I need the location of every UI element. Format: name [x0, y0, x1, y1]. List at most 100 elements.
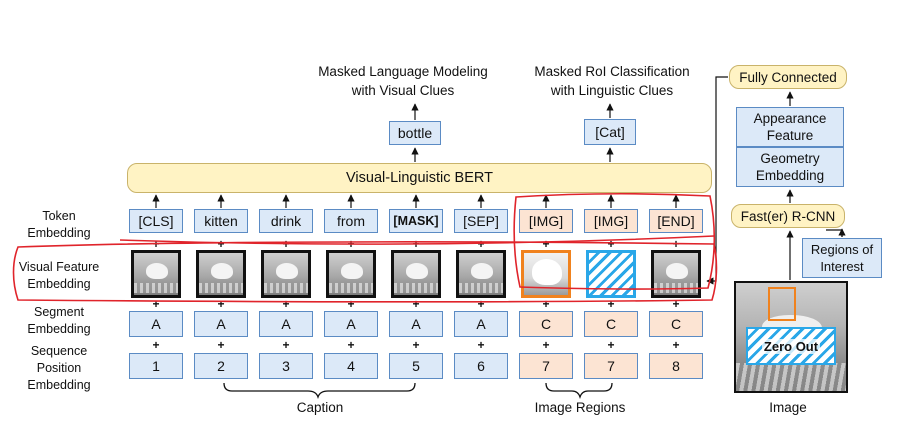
- position-embedding-label-line2: Position: [36, 361, 82, 375]
- blanket-texture: [736, 363, 846, 391]
- plus-sign: +: [607, 237, 615, 251]
- geometry-embedding-line2: Embedding: [755, 168, 825, 183]
- segment-box: C: [519, 311, 573, 337]
- plus-sign: +: [217, 338, 225, 352]
- position-box: 4: [324, 353, 378, 379]
- red-outline-visual-row: [12, 241, 718, 303]
- roi-box-orange: [768, 287, 796, 321]
- visual-feature-embedding-label: Visual Feature Embedding: [4, 259, 114, 293]
- plus-sign: +: [607, 338, 615, 352]
- position-embedding-label-line1: Sequence: [30, 344, 88, 358]
- visual-feature-embedding-label-line1: Visual Feature: [18, 260, 100, 274]
- visual-linguistic-bert-box: Visual-Linguistic BERT: [127, 163, 712, 193]
- image-label: Image: [769, 400, 807, 415]
- zero-out-region: Zero Out: [746, 327, 836, 365]
- red-underline-token-row: [119, 235, 715, 245]
- plus-sign: +: [542, 338, 550, 352]
- segment-embedding-label-line2: Embedding: [27, 322, 91, 336]
- plus-sign: +: [152, 297, 160, 311]
- plus-sign: +: [217, 297, 225, 311]
- plus-sign: +: [347, 297, 355, 311]
- token-box-drink: drink: [259, 209, 313, 233]
- plus-sign: +: [347, 338, 355, 352]
- token-box-img-2: [IMG]: [584, 209, 638, 233]
- caption-group-label: Caption: [296, 400, 344, 415]
- position-box: 5: [389, 353, 443, 379]
- bottle-output-box: bottle: [389, 121, 441, 145]
- token-embedding-label-line2: Embedding: [27, 226, 91, 240]
- geometry-embedding-box: Geometry Embedding: [736, 147, 844, 187]
- position-box: 7: [519, 353, 573, 379]
- plus-sign: +: [672, 297, 680, 311]
- faster-rcnn-box: Fast(er) R-CNN: [731, 204, 845, 228]
- plus-sign: +: [412, 338, 420, 352]
- mlm-title: Masked Language Modeling with Visual Clu…: [318, 62, 488, 100]
- token-box-from: from: [324, 209, 378, 233]
- position-box: 7: [584, 353, 638, 379]
- position-embedding-label: Sequence Position Embedding: [4, 343, 114, 394]
- plus-sign: +: [542, 297, 550, 311]
- plus-sign: +: [672, 338, 680, 352]
- segment-box: A: [259, 311, 313, 337]
- visual-feature-image-full: [456, 250, 506, 298]
- red-outline-image-region-tokens: [513, 193, 716, 290]
- plus-sign: +: [477, 237, 485, 251]
- appearance-feature-line2: Feature: [766, 128, 814, 143]
- plus-sign: +: [542, 237, 550, 251]
- appearance-feature-line1: Appearance: [753, 111, 827, 126]
- plus-sign: +: [282, 297, 290, 311]
- segment-box: A: [389, 311, 443, 337]
- segment-box: A: [129, 311, 183, 337]
- token-embedding-label: Token Embedding: [4, 208, 114, 242]
- appearance-feature-box: Appearance Feature: [736, 107, 844, 147]
- segment-box: A: [194, 311, 248, 337]
- mrc-title-line2: with Linguistic Clues: [550, 83, 674, 98]
- plus-sign: +: [282, 338, 290, 352]
- mrc-title: Masked RoI Classification with Linguisti…: [522, 62, 702, 100]
- plus-sign: +: [412, 297, 420, 311]
- caption-brace: [223, 382, 416, 400]
- segment-embedding-label-line1: Segment: [33, 305, 85, 319]
- position-embedding-label-line3: Embedding: [27, 378, 91, 392]
- fc-to-visual-feature-arrow: [706, 76, 728, 285]
- fully-connected-box: Fully Connected: [729, 65, 847, 89]
- mlm-title-line1: Masked Language Modeling: [318, 64, 488, 79]
- visual-feature-zeroed-region: [586, 250, 636, 298]
- position-box: 1: [129, 353, 183, 379]
- token-box-cls: [CLS]: [129, 209, 183, 233]
- position-box: 3: [259, 353, 313, 379]
- visual-feature-image-full: [196, 250, 246, 298]
- visual-feature-image-full: [326, 250, 376, 298]
- regions-of-interest-line1: Regions of: [810, 242, 874, 257]
- token-box-kitten: kitten: [194, 209, 248, 233]
- cat-output-box: [Cat]: [584, 119, 636, 145]
- geometry-embedding-line1: Geometry: [760, 151, 820, 166]
- token-embedding-label-line1: Token: [42, 209, 76, 223]
- plus-sign: +: [217, 237, 225, 251]
- mrc-title-line1: Masked RoI Classification: [534, 64, 690, 79]
- visual-feature-image-full: [261, 250, 311, 298]
- plus-sign: +: [152, 338, 160, 352]
- position-box: 8: [649, 353, 703, 379]
- plus-sign: +: [477, 338, 485, 352]
- visual-feature-image-full: [651, 250, 701, 298]
- token-to-bert-arrows: [152, 194, 680, 208]
- position-box: 6: [454, 353, 508, 379]
- segment-embedding-label: Segment Embedding: [4, 304, 114, 338]
- visual-feature-image-full: [131, 250, 181, 298]
- image-regions-brace: [545, 382, 613, 400]
- token-box-img-1: [IMG]: [519, 209, 573, 233]
- segment-box: A: [454, 311, 508, 337]
- zero-out-label: Zero Out: [761, 338, 821, 354]
- image-regions-group-label: Image Regions: [534, 400, 626, 415]
- position-box: 2: [194, 353, 248, 379]
- segment-box: C: [649, 311, 703, 337]
- visual-feature-embedding-label-line2: Embedding: [27, 277, 91, 291]
- regions-of-interest-line2: Interest: [820, 259, 864, 274]
- plus-sign: +: [477, 297, 485, 311]
- roi-to-rcnn-arrow: [826, 229, 843, 237]
- source-image: Zero Out: [734, 281, 848, 393]
- mlm-title-line2: with Visual Clues: [351, 83, 455, 98]
- visual-feature-image-full: [391, 250, 441, 298]
